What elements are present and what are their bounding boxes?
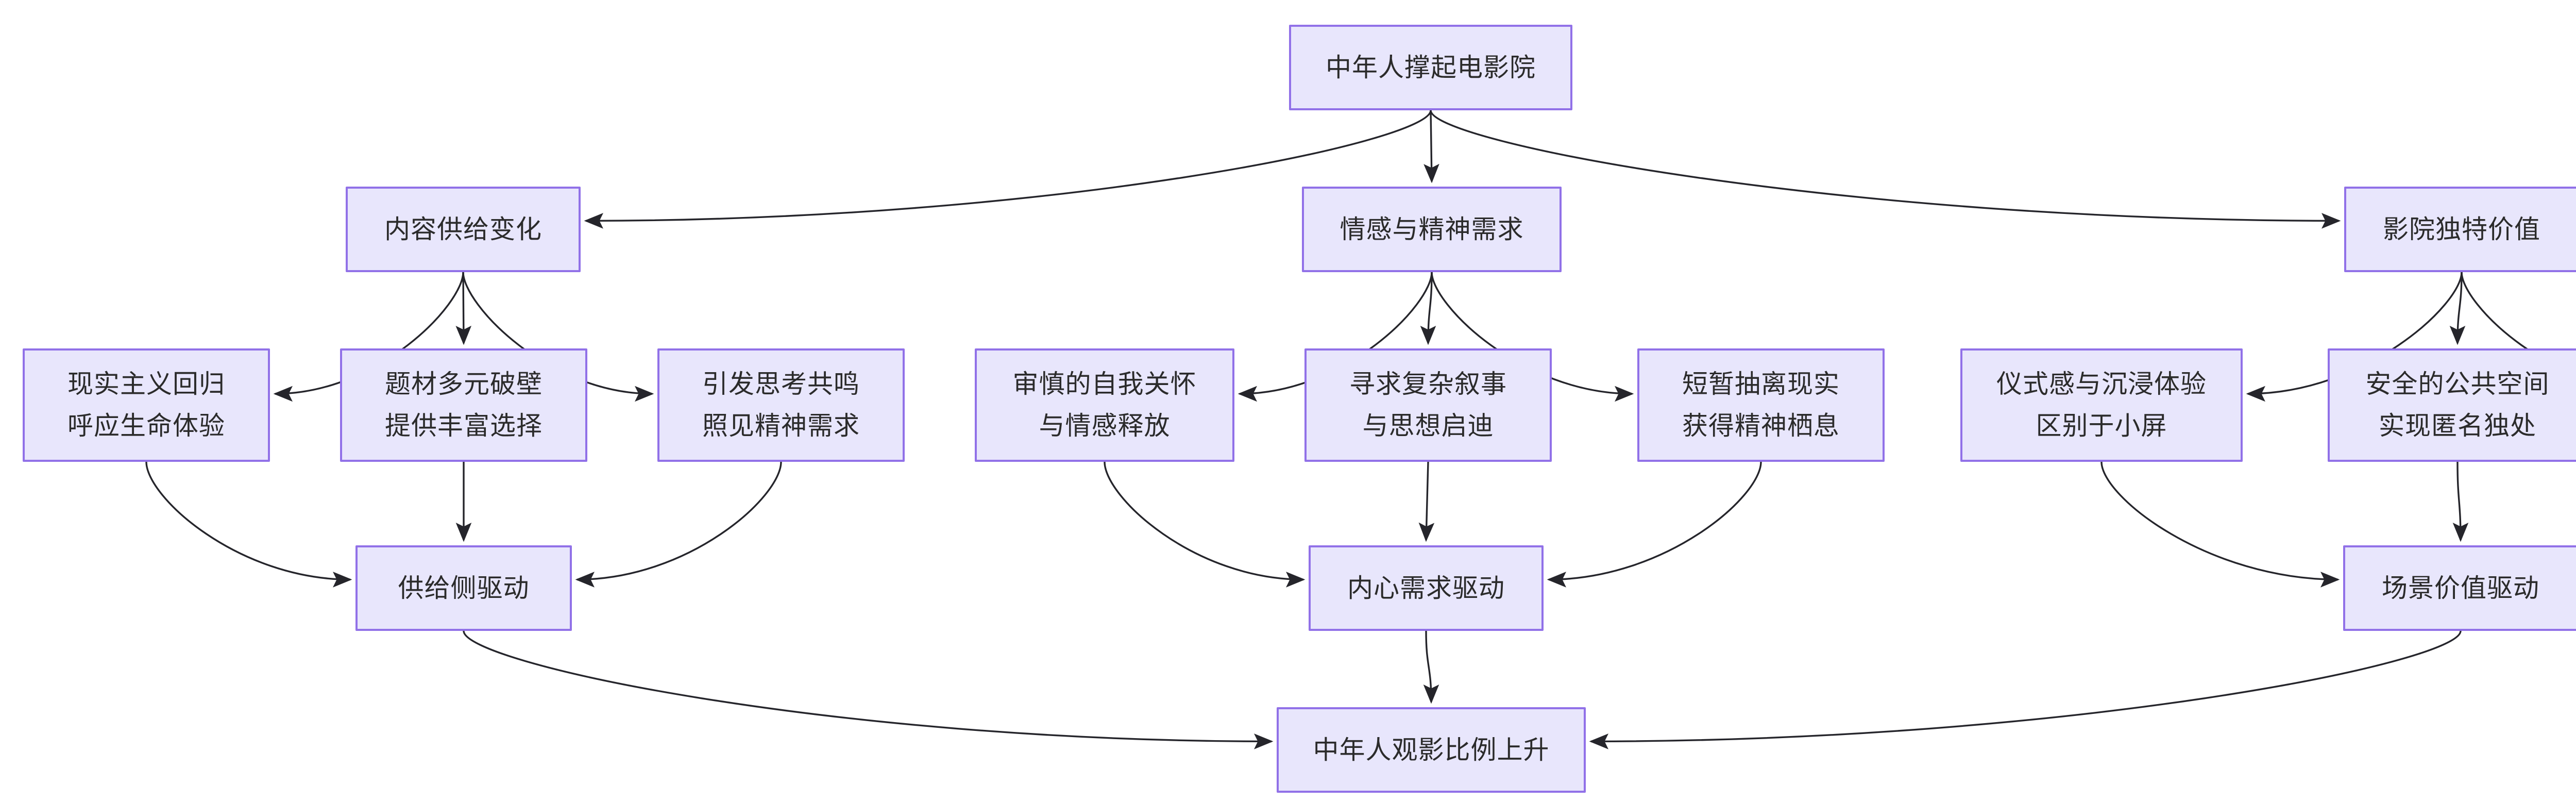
node-branch_cinema[interactable]: 影院独特价值 [2344,187,2576,272]
node-leaf_ritual[interactable]: 仪式感与沉浸体验区别于小屏 [1960,348,2243,462]
edge-root-to-branch_cinema [1430,110,2341,229]
edge-root-to-branch_emotion [1423,110,1439,183]
node-leaf_escape[interactable]: 短暂抽离现实获得精神栖息 [1637,348,1885,462]
node-outcome[interactable]: 中年人观影比例上升 [1277,707,1586,793]
node-label-line: 审慎的自我关怀 [1012,370,1197,398]
node-label-line: 中年人观影比例上升 [1313,735,1550,764]
node-label-line: 内容供给变化 [384,214,542,244]
node-label-line: 呼应生命体验 [67,411,225,440]
edge-driver_scene-to-outcome [1589,630,2462,749]
node-label-line: 现实主义回归 [67,370,225,398]
edge-leaf_space-to-driver_scene [2452,461,2469,542]
node-label-line: 安全的公共空间 [2365,370,2550,398]
node-label-line: 仪式感与沉浸体验 [1996,370,2207,398]
node-label-line: 寻求复杂叙事 [1349,370,1507,398]
node-label-line: 影院独特价值 [2383,214,2540,244]
edge-branch_emotion-to-leaf_narrative [1420,272,1436,345]
node-label-line: 与思想启迪 [1362,411,1494,440]
node-leaf_selfcare[interactable]: 审慎的自我关怀与情感释放 [975,348,1234,462]
node-leaf_space[interactable]: 安全的公共空间实现匿名独处 [2328,348,2576,462]
node-label-line: 情感与精神需求 [1340,214,1524,244]
edge-leaf_narrative-to-driver_need [1418,461,1435,542]
node-leaf_realism[interactable]: 现实主义回归呼应生命体验 [23,348,270,462]
node-branch_emotion[interactable]: 情感与精神需求 [1302,187,1562,272]
node-leaf_narrative[interactable]: 寻求复杂叙事与思想启迪 [1304,348,1552,462]
edge-leaf_realism-to-driver_supply [145,461,352,588]
node-label-line: 区别于小屏 [2036,411,2167,440]
node-driver_supply[interactable]: 供给侧驱动 [355,545,572,631]
node-leaf_resonance[interactable]: 引发思考共鸣照见精神需求 [657,348,905,462]
node-branch_content[interactable]: 内容供给变化 [346,187,581,272]
node-leaf_diverse[interactable]: 题材多元破壁提供丰富选择 [340,348,587,462]
node-driver_scene[interactable]: 场景价值驱动 [2343,545,2576,631]
node-label-line: 中年人撑起电影院 [1326,53,1536,82]
node-driver_need[interactable]: 内心需求驱动 [1309,545,1544,631]
node-label-line: 实现匿名独处 [2379,411,2536,440]
edge-leaf_ritual-to-driver_scene [2100,461,2340,588]
node-label-line: 引发思考共鸣 [702,370,860,398]
node-label-line: 获得精神栖息 [1682,411,1840,440]
edge-leaf_resonance-to-driver_supply [575,461,782,588]
node-label-line: 供给侧驱动 [398,573,530,603]
node-label-line: 题材多元破壁 [385,370,543,398]
edge-branch_content-to-leaf_diverse [455,272,472,345]
node-label-line: 照见精神需求 [702,411,860,440]
edge-driver_need-to-outcome [1423,630,1439,704]
edge-leaf_escape-to-driver_need [1547,461,1762,588]
node-root[interactable]: 中年人撑起电影院 [1289,25,1572,110]
node-label-line: 与情感释放 [1039,411,1171,440]
node-label-line: 场景价值驱动 [2382,573,2539,603]
edge-leaf_selfcare-to-driver_need [1104,461,1306,588]
node-label-line: 提供丰富选择 [385,411,543,440]
edge-driver_supply-to-outcome [463,630,1274,749]
edge-branch_cinema-to-leaf_space [2449,272,2466,345]
node-label-line: 内心需求驱动 [1347,573,1505,603]
node-label-line: 短暂抽离现实 [1682,370,1840,398]
